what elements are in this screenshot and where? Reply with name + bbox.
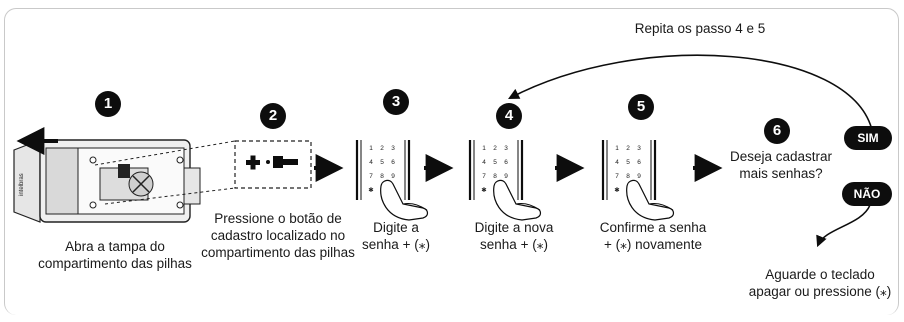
lock-brand: intelbras xyxy=(19,173,25,196)
repeat-note: Repita os passo 4 e 5 xyxy=(634,21,766,36)
zoom-line-bottom xyxy=(104,187,236,205)
lock-illustration: intelbras xyxy=(13,139,201,223)
finger-icon xyxy=(626,179,675,221)
keypad-key: 8 xyxy=(626,173,630,180)
finger-icon xyxy=(493,179,542,221)
yes-answer-badge: SIM xyxy=(844,126,892,150)
keypad-key: 9 xyxy=(391,173,395,180)
keypad-key: 4 xyxy=(482,159,486,166)
step-5-caption: Confirme a senha+ (⁎) novamente xyxy=(599,220,707,252)
step-2-badge: 2 xyxy=(260,103,286,129)
keypad-key: 3 xyxy=(504,145,508,152)
keypad-key: 6 xyxy=(504,159,508,166)
repeat-loop-arrow xyxy=(508,54,873,131)
keypad-key: 6 xyxy=(391,159,395,166)
step-3-badge: 3 xyxy=(383,89,409,115)
keypad-key: 3 xyxy=(391,145,395,152)
step-1-badge: 1 xyxy=(95,91,121,117)
keypad-key: 6 xyxy=(637,159,641,166)
keypad-key: 7 xyxy=(482,173,486,180)
keypad-key: 2 xyxy=(380,145,384,152)
keypad-key: 1 xyxy=(615,145,619,152)
keypad-key: 3 xyxy=(637,145,641,152)
keypad-key: 8 xyxy=(380,173,384,180)
no-answer-arrow xyxy=(816,204,871,248)
finger-icon xyxy=(380,179,429,221)
button-key-icon xyxy=(266,156,298,168)
keypad-key: 4 xyxy=(369,159,373,166)
keypad-key: 9 xyxy=(504,173,508,180)
diagram-frame xyxy=(4,8,899,315)
keypad-key: 5 xyxy=(626,159,630,166)
step-6-badge: 6 xyxy=(764,118,790,144)
keypad-key: 8 xyxy=(493,173,497,180)
keypad-key: 7 xyxy=(615,173,619,180)
keypad-key: 9 xyxy=(637,173,641,180)
keypad-key: 5 xyxy=(493,159,497,166)
keypad-key: ✱ xyxy=(481,186,487,194)
keypad-key: 2 xyxy=(493,145,497,152)
keypad-key: ✱ xyxy=(368,186,374,194)
keypad-key: 5 xyxy=(380,159,384,166)
plus-icon xyxy=(246,155,260,170)
keypad-key: 7 xyxy=(369,173,373,180)
keypad-key: 2 xyxy=(626,145,630,152)
keypad-key: 4 xyxy=(615,159,619,166)
keypad-key: ✱ xyxy=(614,186,620,194)
keypad-key: 1 xyxy=(482,145,486,152)
step-4-badge: 4 xyxy=(496,103,522,129)
no-answer-badge: NÃO xyxy=(842,182,892,206)
keypad-key: 1 xyxy=(369,145,373,152)
step-5-badge: 5 xyxy=(628,94,654,120)
